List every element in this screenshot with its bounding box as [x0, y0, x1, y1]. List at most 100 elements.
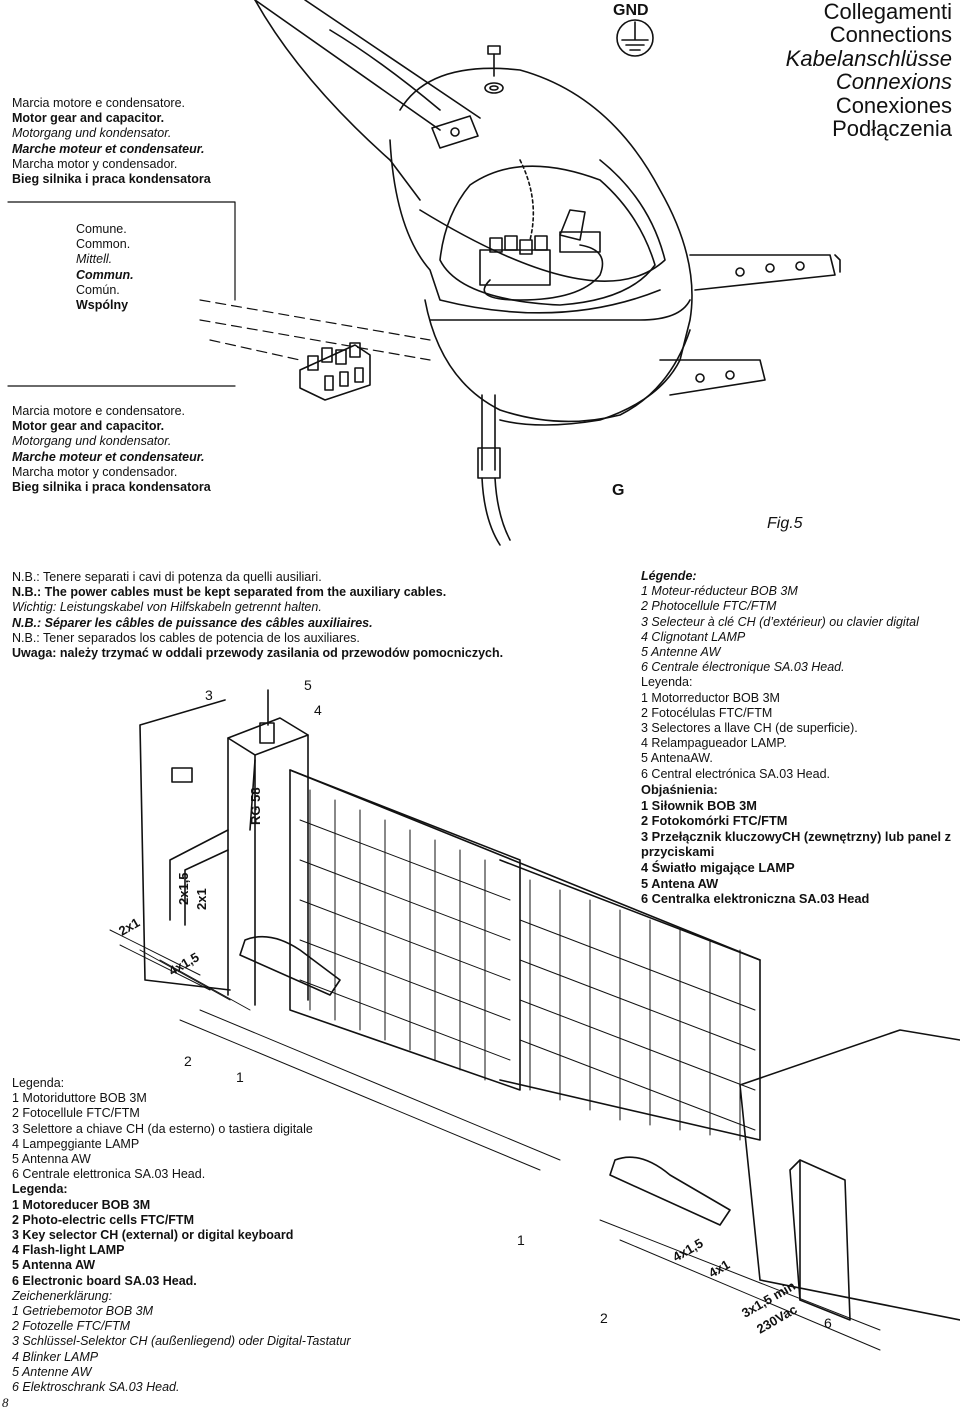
legend-es-item: 3 Selectores a llave CH (de superficie). — [641, 721, 858, 736]
legend-en-item: 2 Photo-electric cells FTC/FTM — [12, 1212, 194, 1227]
legend-pl-item: 1 Siłownik BOB 3M — [641, 797, 757, 813]
page-number: 8 — [2, 1395, 9, 1410]
legend-de-item: 4 Blinker LAMP — [12, 1349, 99, 1364]
title-en: Connections — [829, 22, 952, 48]
cable-2x1-label-a: 2x1 — [194, 888, 209, 910]
caption-line-pl: Bieg silnika i praca kondensatora — [12, 172, 211, 187]
legend-de-item: 1 Getriebemotor BOB 3M — [12, 1304, 154, 1319]
title-es: Conexiones — [835, 92, 952, 118]
gate-label-1-top: 1 — [236, 1069, 244, 1085]
caption-line-fr: Marche moteur et condensateur. — [12, 141, 205, 156]
top-left-caption: Marcia motore e condensatore. Motor gear… — [12, 96, 211, 187]
legend-fr-item: 3 Selecteur à clé CH (d’extérieur) ou cl… — [641, 614, 919, 629]
motor-housing-illustration — [254, 0, 841, 546]
title-it: Collegamenti — [823, 0, 952, 24]
legend-pl-heading: Objaśnienia: — [641, 782, 718, 797]
common-line-de: Mittell. — [76, 252, 113, 267]
gate-label-2-low: 2 — [600, 1310, 608, 1326]
gate-label-1-low: 1 — [517, 1232, 525, 1248]
caption-line-en: Motor gear and capacitor. — [12, 111, 165, 126]
note-pl: Uwaga: należy trzymać w oddali przewody … — [12, 646, 504, 661]
cable-2x1-5-label: 2x1,5 — [176, 872, 191, 905]
legend-es-item: 2 Fotocélulas FTC/FTM — [641, 705, 773, 720]
g-label: G — [612, 482, 624, 499]
legend-it-item: 3 Selettore a chiave CH (da esterno) o t… — [12, 1121, 313, 1136]
legend-it-item: 5 Antenna AW — [12, 1152, 91, 1167]
mid-caption-line-en: Motor gear and capacitor. — [12, 419, 165, 434]
bottom-legend: Legenda: 1 Motoriduttore BOB 3M 2 Fotoce… — [12, 1076, 351, 1395]
polish-legend: Objaśnienia: 1 Siłownik BOB 3M 2 Fotokom… — [641, 782, 951, 907]
common-line-es: Común. — [76, 282, 120, 297]
legend-it-item: 2 Fotocellule FTC/FTM — [12, 1106, 140, 1121]
legend-en-item: 4 Flash-light LAMP — [12, 1243, 125, 1258]
legend-pl-item: 2 Fotokomórki FTC/FTM — [641, 813, 788, 829]
common-caption: Comune. Common. Mittell. Commun. Común. … — [76, 222, 134, 313]
ground-symbol — [616, 19, 654, 57]
legend-de-item: 6 Elektroschrank SA.03 Head. — [12, 1380, 180, 1395]
mid-caption-line-pl: Bieg silnika i praca kondensatora — [12, 480, 211, 495]
common-line-en: Common. — [76, 237, 131, 252]
note-de: Wichtig: Leistungskabel von Hilfskabeln … — [12, 600, 322, 615]
title-block: Collegamenti Connections Kabelanschlüsse… — [786, 0, 952, 140]
legend-pl-item: 4 Światło migające LAMP — [641, 859, 795, 875]
legend-it-heading: Legenda: — [12, 1076, 65, 1090]
note-en: N.B.: The power cables must be kept sepa… — [12, 585, 447, 600]
gate-label-6: 6 — [824, 1315, 832, 1331]
mid-caption-line-es: Marcha motor y condensador. — [12, 464, 178, 479]
legend-de-item: 5 Antenne AW — [12, 1364, 92, 1379]
legend-de-item: 2 Fotozelle FTC/FTM — [12, 1319, 131, 1334]
legend-es-item: 6 Central electrónica SA.03 Head. — [641, 766, 830, 781]
fig-label: Fig.5 — [767, 515, 803, 532]
legend-pl-item: 5 Antena AW — [641, 875, 719, 891]
gate-label-5: 5 — [304, 677, 312, 693]
cable-4x1-right-label: 4x1 — [706, 1257, 732, 1281]
title-fr: Connexions — [835, 69, 952, 95]
cable-4x1-5-right-label: 4x1,5 — [670, 1235, 706, 1264]
legend-de-item: 3 Schlüssel-Selektor CH (außenliegend) o… — [12, 1334, 351, 1349]
right-legend: Légende: 1 Moteur-réducteur BOB 3M 2 Pho… — [641, 569, 919, 782]
legend-es-heading: Leyenda: — [641, 675, 693, 690]
legend-it-item: 4 Lampeggiante LAMP — [12, 1136, 140, 1151]
legend-pl-item: 6 Centralka elektroniczna SA.03 Head — [641, 891, 870, 907]
legend-fr-item: 4 Clignotant LAMP — [641, 629, 746, 644]
gate-label-2-top: 2 — [184, 1053, 192, 1069]
legend-pl-item: 3 Przełącznik kluczowyCH (zewnętrzny) lu… — [641, 828, 952, 844]
note-es: N.B.: Tener separados los cables de pote… — [12, 630, 360, 645]
legend-es-item: 1 Motorreductor BOB 3M — [641, 690, 780, 705]
legend-fr-heading: Légende: — [641, 569, 697, 583]
title-pl: Podłączenia — [832, 116, 952, 142]
nb-notes: N.B.: Tenere separati i cavi di potenza … — [12, 570, 503, 661]
legend-de-heading: Zeichenerklärung: — [12, 1288, 113, 1303]
legend-it-item: 1 Motoriduttore BOB 3M — [12, 1091, 147, 1106]
gate-label-rg58: RG 58 — [248, 787, 263, 825]
mid-caption-line-de: Motorgang und kondensator. — [12, 434, 172, 449]
legend-en-item: 3 Key selector CH (external) or digital … — [12, 1228, 294, 1243]
legend-it-item: 6 Centrale elettronica SA.03 Head. — [12, 1167, 206, 1182]
legend-fr-item: 6 Centrale électronique SA.03 Head. — [641, 660, 845, 675]
legend-fr-item: 1 Moteur-réducteur BOB 3M — [641, 584, 798, 599]
legend-es-item: 5 AntenaAW. — [641, 751, 713, 766]
legend-fr-item: 5 Antenne AW — [641, 645, 721, 660]
legend-es-item: 4 Relampagueador LAMP. — [641, 736, 787, 751]
legend-en-item: 6 Electronic board SA.03 Head. — [12, 1273, 197, 1288]
caption-line-es: Marcha motor y condensador. — [12, 156, 178, 171]
gnd-label: GND — [613, 2, 649, 19]
legend-en-item: 5 Antenna AW — [12, 1258, 96, 1273]
legend-en-item: 1 Motoreducer BOB 3M — [12, 1197, 151, 1212]
mid-left-caption: Marcia motore e condensatore. Motor gear… — [12, 404, 211, 495]
note-fr: N.B.: Séparer les câbles de puissance de… — [12, 615, 373, 630]
legend-fr-item: 2 Photocellule FTC/FTM — [641, 599, 777, 614]
legend-pl-item: przyciskami — [641, 844, 715, 860]
note-it: N.B.: Tenere separati i cavi di potenza … — [12, 570, 322, 584]
terminal-block-illustration — [299, 342, 371, 401]
caption-line-de: Motorgang und kondensator. — [12, 126, 172, 141]
common-line-pl: Wspólny — [76, 298, 129, 313]
gate-installation-illustration — [109, 689, 960, 1351]
gate-label-4: 4 — [314, 702, 322, 718]
mid-caption-line-it: Marcia motore e condensatore. — [12, 404, 186, 418]
gate-label-3: 3 — [205, 687, 213, 703]
common-line-fr: Commun. — [76, 267, 134, 282]
mid-caption-line-fr: Marche moteur et condensateur. — [12, 449, 205, 464]
legend-en-heading: Legenda: — [12, 1182, 68, 1197]
